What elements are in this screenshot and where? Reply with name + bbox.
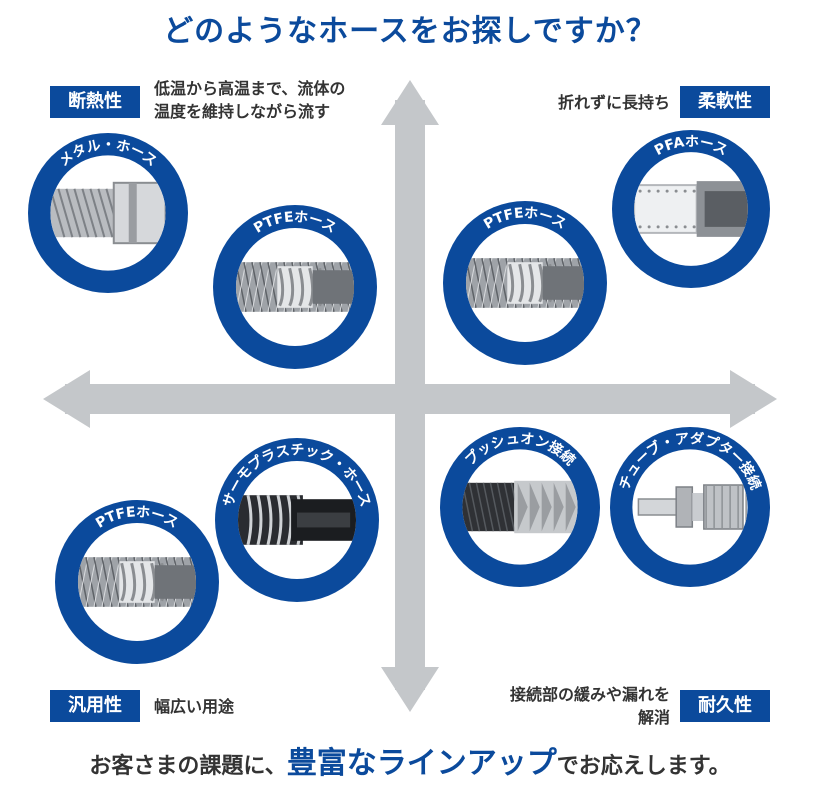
product-photo: [237, 494, 357, 546]
product-photo: [235, 262, 355, 312]
note-durability-line2: 解消: [637, 708, 670, 727]
note-durability-line1: 接続部の緩みや漏れを: [509, 685, 670, 704]
badge-flexibility: 柔軟性: [680, 86, 770, 118]
badge-versatility: 汎用性: [50, 690, 140, 722]
note-versatility: 幅広い用途: [154, 697, 235, 716]
horizontal-axis-shaft: [65, 384, 755, 414]
product-circle: サーモプラスチック・ホース: [215, 438, 379, 602]
down-arrow-head: [381, 667, 439, 712]
tagline-emphasis: 豊富なラインアップ: [286, 746, 557, 781]
product-photo: [77, 557, 197, 607]
page-title: どのようなホースをお探しですか？: [163, 14, 657, 49]
product-circle: メタル・ホース: [28, 133, 188, 293]
left-arrow-head: [43, 370, 90, 428]
product-circle: PFAホース: [612, 130, 770, 288]
right-arrow-head: [730, 370, 777, 428]
product-photo: [462, 480, 578, 534]
product-circle: PTFEホース: [55, 500, 219, 664]
product-photo: [637, 484, 747, 530]
note-insulation: 低温から高温まで、流体の 温度を維持しながら流す: [154, 77, 345, 123]
product-circle: チューブ・アダプター接続: [610, 427, 770, 587]
product-circle: プッシュオン接続: [440, 427, 600, 587]
tagline-post: でお応えします。: [556, 754, 731, 779]
note-insulation-line1: 低温から高温まで、流体の: [154, 79, 346, 98]
note-flexibility: 折れずに長持ち: [557, 93, 670, 112]
tagline-pre: お客さまの課題に、: [89, 754, 287, 779]
badge-durability: 耐久性: [680, 690, 770, 722]
note-durability: 接続部の緩みや漏れを 解消: [510, 683, 670, 729]
up-arrow-head: [381, 80, 439, 125]
product-circle: PTFEホース: [213, 205, 377, 369]
product-photo: [634, 181, 748, 237]
product-photo: [465, 258, 585, 308]
note-insulation-line2: 温度を維持しながら流す: [154, 102, 331, 121]
product-circle: PTFEホース: [443, 201, 607, 365]
product-photo: [50, 181, 166, 245]
badge-insulation: 断熱性: [50, 86, 140, 118]
tagline: お客さまの課題に、豊富なラインアップでお応えします。: [0, 738, 820, 782]
